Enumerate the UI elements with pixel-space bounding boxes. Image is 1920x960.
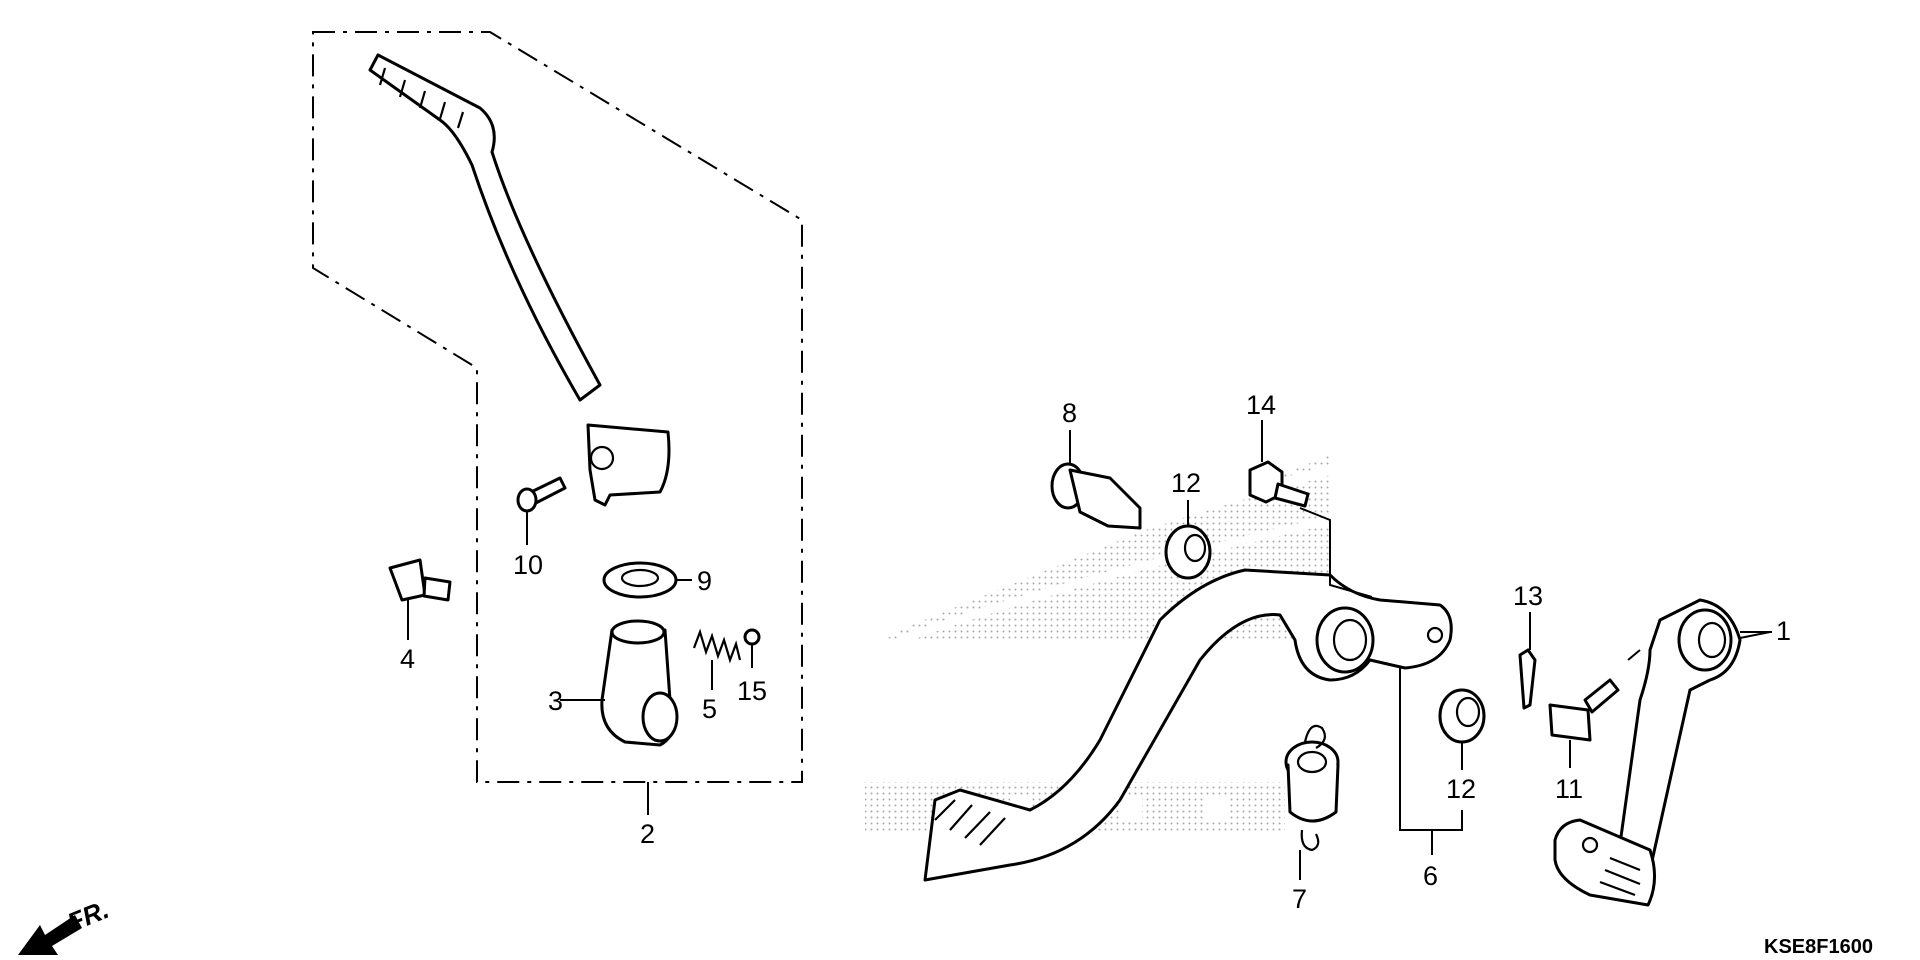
pivot-bolt-8 — [1050, 430, 1142, 530]
callout-7: 7 — [1292, 884, 1307, 914]
callout-14: 14 — [1246, 390, 1276, 420]
front-direction-arrow: FR. — [18, 894, 113, 955]
callout-13: 13 — [1513, 581, 1543, 611]
bolt-4 — [388, 558, 452, 640]
callout-3: 3 — [548, 686, 563, 716]
callout-2: 2 — [640, 819, 655, 849]
kick-starter-arm — [368, 53, 671, 507]
collar-12-upper — [1164, 500, 1212, 580]
spring-hook-14 — [1248, 420, 1310, 508]
brake-pedal-6 — [923, 568, 1463, 882]
assembly-boundary-kick-arm — [312, 31, 803, 783]
cotter-pin-13 — [1518, 612, 1537, 710]
steel-ball-15 — [743, 628, 761, 668]
collar-12-lower — [1438, 688, 1486, 770]
callout-8: 8 — [1062, 398, 1077, 428]
drawing-code: KSE8F1600 — [1764, 936, 1873, 958]
callout-6: 6 — [1423, 861, 1438, 891]
callout-4: 4 — [400, 644, 415, 674]
callout-10: 10 — [513, 550, 543, 580]
oil-seal-9 — [602, 561, 692, 599]
callout-12-lower: 12 — [1446, 774, 1476, 804]
callout-15: 15 — [737, 676, 767, 706]
callout-11: 11 — [1555, 774, 1583, 804]
callout-12-upper: 12 — [1171, 468, 1201, 498]
spring-5 — [692, 628, 742, 690]
kick-spindle-3 — [560, 619, 679, 747]
callout-1: 1 — [1776, 616, 1791, 646]
leader-14-branch — [1299, 507, 1373, 598]
bolt-10 — [516, 476, 567, 545]
gearshift-pedal-1 — [1553, 598, 1771, 907]
bolt-11 — [1548, 678, 1620, 768]
callout-5: 5 — [702, 694, 717, 724]
callout-9: 9 — [697, 566, 712, 596]
return-spring-7 — [1284, 724, 1340, 880]
